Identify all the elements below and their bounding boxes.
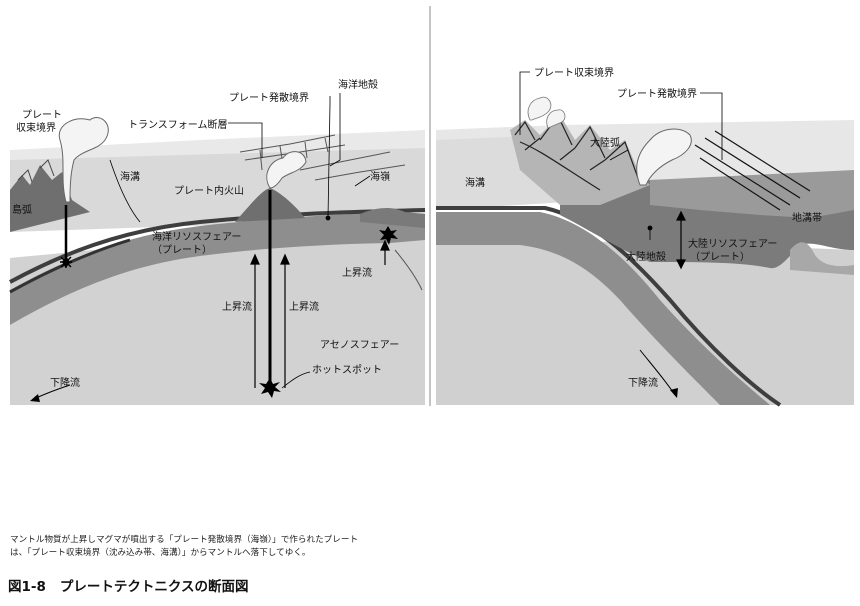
label-trench-right: 海溝 [465,176,485,189]
label-oceanic-lithosphere-l1: 海洋リソスフェアー [152,230,241,243]
figure-caption: マントル物質が上昇しマグマが噴出する「プレート発散境界（海嶺）」で作られたプレー… [10,534,430,560]
label-plate-divergent-right: プレート発散境界 [617,87,697,100]
label-downwelling-right: 下降流 [628,376,658,389]
label-continental-lithosphere-l2: （プレート） [690,251,750,263]
label-oceanic-lithosphere-l2: （プレート） [152,244,212,256]
label-island-arc: 島弧 [12,203,32,216]
caption-line-1: マントル物質が上昇しマグマが噴出する「プレート発散境界（海嶺）」で作られたプレー… [10,535,359,545]
figure-title: 図1-8 プレートテクトニクスの断面図 [8,575,249,595]
label-plate-convergent-l1: プレート [22,109,62,121]
label-plate-convergent-l2: 収束境界 [16,121,56,134]
label-asthenosphere: アセノスフェアー [320,339,399,351]
left-oceanic-lithosphere [10,212,425,325]
continental-arc-shape [510,115,650,205]
caption-line-2: は、「プレート収束境界（沈み込み帯、海溝）」からマントルへ落下してゆく。 [10,548,311,558]
label-oceanic-crust: 海洋地殻 [338,78,378,91]
label-trench-left: 海溝 [120,170,140,183]
label-ridge: 海嶺 [370,170,390,183]
right-panel [436,8,854,407]
label-continental-crust: 大陸地殻 [626,250,666,263]
label-continental-arc: 大陸弧 [590,136,620,149]
label-transform-fault: トランスフォーム断層 [128,118,228,131]
label-plate-divergent-left: プレート発散境界 [229,91,309,104]
label-intraplate-volcano: プレート内火山 [174,184,244,197]
figure-number: 図1-8 [8,579,46,595]
label-upwelling-2: 上昇流 [289,300,319,313]
label-upwelling-1: 上昇流 [222,300,252,313]
label-continental-lithosphere-l1: 大陸リソスフェアー [688,237,777,250]
label-upwelling-ridge: 上昇流 [342,266,372,279]
label-plate-convergent-right: プレート収束境界 [534,66,614,79]
label-hotspot: ホットスポット [312,364,382,376]
ridge-star [379,226,398,245]
figure-title-text: プレートテクトニクスの断面図 [59,579,249,595]
left-panel [9,8,426,405]
hotspot-star [259,378,281,398]
island-arc-shape [10,165,90,232]
ridge-shape [360,207,425,228]
label-geosyncline: 地溝帯 [792,211,822,224]
label-downwelling-left: 下降流 [50,376,80,389]
